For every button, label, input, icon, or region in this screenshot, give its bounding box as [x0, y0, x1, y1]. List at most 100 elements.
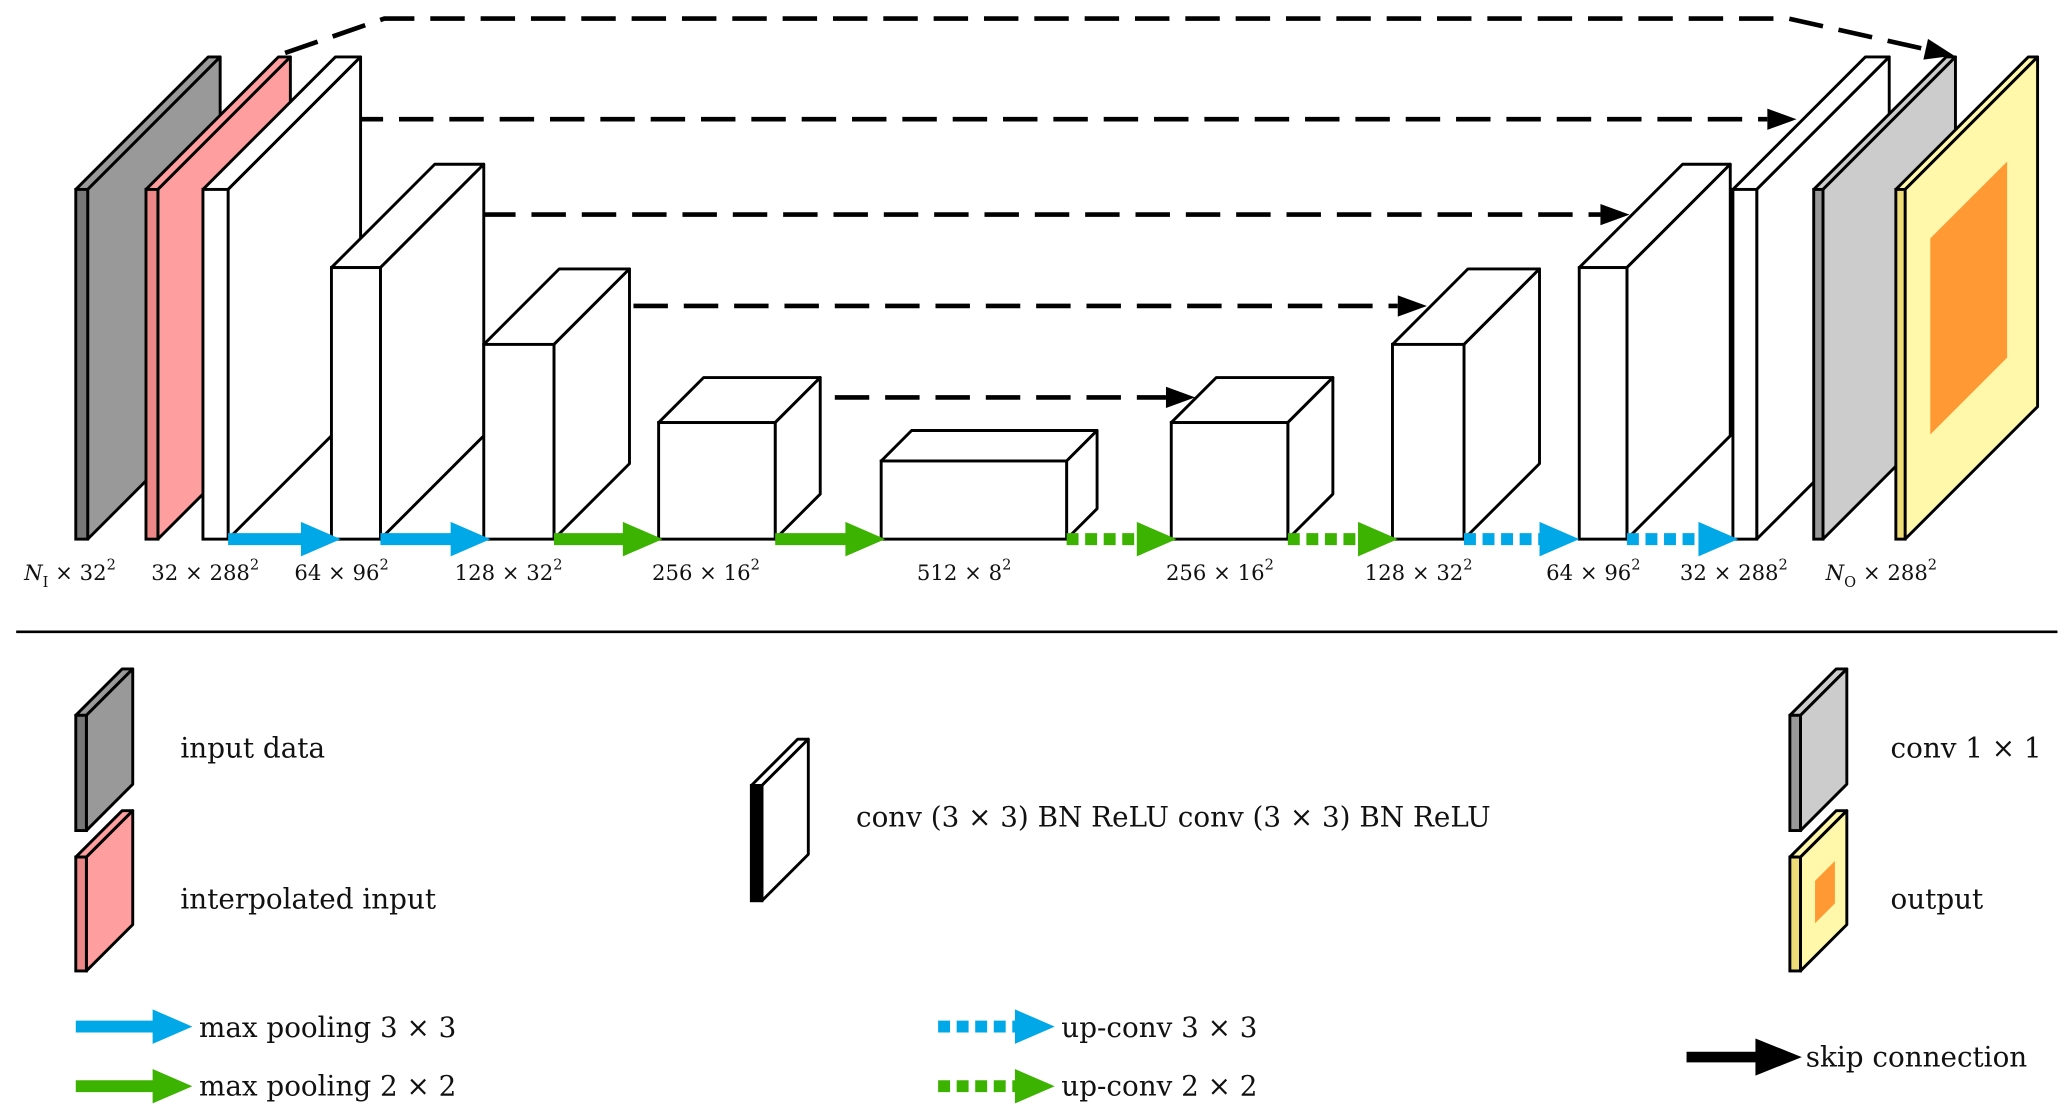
legend-conv-icon	[749, 737, 810, 903]
up-conv-2-arrow-1	[1066, 521, 1177, 557]
bottleneck-block-512x8-front	[879, 459, 1069, 541]
enc-block-128x32-front	[482, 342, 556, 541]
up-conv-2-arrow-1-head	[1136, 521, 1177, 557]
bottleneck-block-512x8	[879, 429, 1099, 541]
enc-block-32x288	[201, 55, 363, 541]
legend-interpolated-icon	[74, 809, 135, 973]
label-main: × 288	[1856, 560, 1928, 585]
legend-conv1x1-icon-front	[1788, 713, 1802, 833]
layer-arrows	[228, 521, 1739, 557]
layer-label: 256 × 162	[652, 557, 760, 586]
legend-up-conv-3: up-conv 3 × 3	[1061, 1011, 1257, 1044]
legend-input-icon	[74, 667, 135, 833]
layer-label: 64 × 962	[1546, 557, 1640, 586]
max-pool-2-arrow-2-head	[845, 521, 886, 557]
dec-block-64x96-front	[1577, 266, 1629, 541]
skip-connection-64x96-arrowhead	[1600, 203, 1630, 226]
label-superscript: 2	[380, 557, 389, 574]
legend-max-pool-3-arrow	[75, 1009, 193, 1044]
legend-conv1x1-icon	[1788, 667, 1849, 833]
output-block-front	[1894, 187, 1907, 541]
layer-label: 128 × 322	[455, 557, 563, 586]
legend-output-icon-front	[1788, 855, 1802, 973]
legend-skip-head	[1755, 1038, 1802, 1076]
layer-label: 512 × 82	[917, 557, 1011, 586]
legend-skip-connection: skip connection	[1806, 1040, 2028, 1073]
bottleneck-block-512x8-top	[879, 429, 1099, 463]
label-main: 512 × 8	[917, 560, 1002, 585]
legend-conv-icon-front	[749, 784, 764, 903]
up-conv-2-arrow-2	[1287, 521, 1398, 557]
legend-up-conv-2-arrow	[938, 1068, 1055, 1104]
output-core	[1930, 161, 2008, 435]
legend-max-pool-3-arrow-head	[152, 1009, 193, 1044]
legend-max-pool-2-arrow-head	[152, 1068, 193, 1104]
label-main: 128 × 32	[1365, 560, 1464, 585]
enc-block-64x96	[329, 162, 486, 541]
max-pool-3-arrow-2	[380, 521, 491, 557]
label-superscript: 2	[107, 557, 116, 574]
enc-block-256x16-front	[657, 421, 777, 541]
legend-max-pool-2: max pooling 2 × 2	[199, 1069, 456, 1102]
max-pool-3-arrow-1-head	[300, 521, 341, 557]
layer-label: 128 × 322	[1365, 557, 1473, 586]
skip-connection-128x32	[583, 295, 1427, 317]
label-superscript: 2	[250, 557, 259, 574]
legend-conv1x1-icon-side	[1799, 667, 1849, 833]
skip-connection-32x288-arrowhead	[1767, 108, 1797, 130]
enc-block-256x16	[657, 376, 822, 541]
legend-conv-block: conv (3 × 3) BN ReLU conv (3 × 3) BN ReL…	[856, 801, 1491, 834]
label-main: 64 × 96	[294, 560, 379, 585]
skip-connection-input	[284, 16, 1955, 60]
dec-block-128x32	[1391, 267, 1541, 541]
legend-up-conv-3-arrow-head	[1014, 1009, 1055, 1044]
label-main: 32 × 288	[151, 560, 250, 585]
legend-interpolated-input: interpolated input	[180, 883, 436, 916]
layer-label: 64 × 962	[294, 557, 388, 586]
label-superscript: 2	[1463, 557, 1472, 574]
label-main: 32 × 288	[1680, 560, 1779, 585]
label-superscript: 2	[1265, 557, 1274, 574]
label-superscript: 2	[1631, 557, 1640, 574]
legend-up-conv-2: up-conv 2 × 2	[1061, 1069, 1257, 1102]
label-main: 128 × 32	[455, 560, 554, 585]
legend-input-data: input data	[180, 732, 325, 765]
skip-connection-input-line	[284, 16, 1927, 56]
label-main: 256 × 16	[652, 560, 751, 585]
label-symbol: N	[23, 560, 44, 585]
skip-connection-256x16-arrowhead	[1165, 386, 1196, 408]
max-pool-2-arrow-2	[775, 521, 886, 557]
layer-label: 256 × 162	[1166, 557, 1274, 586]
skip-connections	[284, 16, 1955, 408]
dec-block-64x96	[1577, 162, 1732, 541]
conv1x1-block-front	[1812, 187, 1825, 541]
label-main: × 32	[48, 560, 106, 585]
label-superscript: 2	[751, 557, 760, 574]
max-pool-2-arrow-1-head	[622, 521, 663, 557]
legend-output: output	[1891, 883, 1984, 916]
layer-label: 32 × 2882	[1680, 557, 1788, 586]
label-symbol: N	[1825, 560, 1846, 585]
layer-label: NI × 322	[23, 557, 116, 591]
up-conv-3-arrow-2	[1626, 521, 1739, 557]
up-conv-2-arrow-2-head	[1358, 521, 1398, 557]
layer-blocks	[74, 55, 2040, 541]
enc-block-128x32	[482, 267, 631, 541]
label-superscript: 2	[1928, 557, 1937, 574]
max-pool-3-arrow-1	[228, 521, 341, 557]
label-main: 256 × 16	[1166, 560, 1265, 585]
legend-interpolated-icon-side	[84, 809, 135, 973]
legend-skip-arrow	[1686, 1038, 1802, 1076]
layer-label: NO × 2882	[1825, 557, 1937, 591]
legend-interpolated-icon-front	[74, 855, 88, 973]
interpolated-input-block-front	[144, 187, 160, 541]
input-data-block-front	[74, 187, 90, 541]
label-subscript: O	[1844, 574, 1856, 591]
skip-connection-input-arrowhead	[1923, 38, 1955, 60]
label-superscript: 2	[1779, 557, 1788, 574]
label-superscript: 2	[1002, 557, 1011, 574]
legend-max-pool-3: max pooling 3 × 3	[199, 1011, 456, 1044]
label-subscript: I	[43, 574, 49, 591]
